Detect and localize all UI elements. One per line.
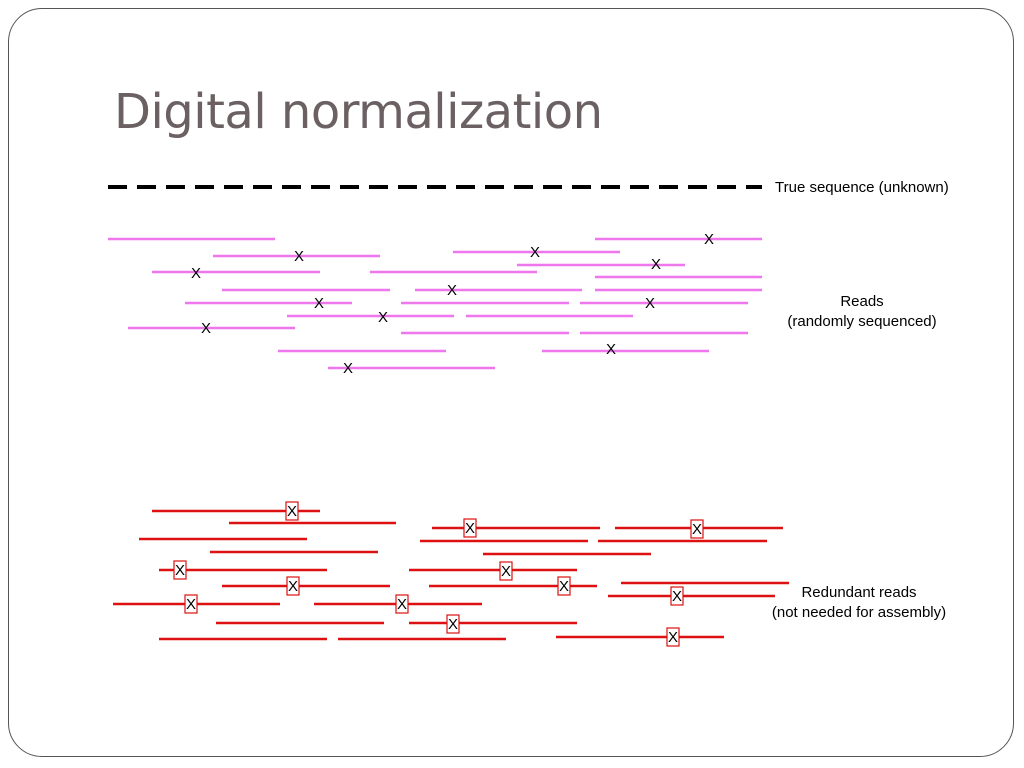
error-mark-box	[670, 586, 684, 606]
error-mark-box	[690, 519, 704, 539]
x-mark-icon: X	[343, 360, 353, 377]
error-mark-box	[395, 594, 409, 614]
reads-label: Reads (randomly sequenced)	[772, 292, 952, 332]
boxed-x-mark-icon: X	[186, 596, 196, 613]
slide-frame	[8, 8, 1014, 757]
x-mark-icon: X	[447, 282, 457, 299]
x-mark-icon: X	[314, 295, 324, 312]
boxed-x-mark-icon: X	[287, 503, 297, 520]
x-mark-icon: X	[191, 265, 201, 282]
error-mark-box	[666, 627, 680, 647]
boxed-x-mark-icon: X	[448, 616, 458, 633]
x-mark-icon: X	[378, 309, 388, 326]
redundant-reads-label: Redundant reads (not needed for assembly…	[754, 583, 964, 623]
boxed-x-mark-icon: X	[465, 520, 475, 537]
error-mark-box	[286, 576, 300, 596]
reads-label-line1: Reads	[840, 293, 884, 310]
true-sequence-label: True sequence (unknown)	[775, 179, 949, 196]
boxed-x-mark-icon: X	[668, 629, 678, 646]
x-mark-icon: X	[294, 248, 304, 265]
x-mark-icon: X	[606, 341, 616, 358]
redundant-label-line2: (not needed for assembly)	[771, 604, 947, 621]
boxed-x-mark-icon: X	[559, 578, 569, 595]
boxed-x-mark-icon: X	[288, 578, 298, 595]
error-mark-box	[557, 576, 571, 596]
error-mark-box	[285, 501, 299, 521]
reads-group: X X X X X X X X X X X X	[108, 231, 762, 377]
x-mark-icon: X	[645, 295, 655, 312]
boxed-x-mark-icon: X	[175, 562, 185, 579]
error-mark-box	[173, 560, 187, 580]
boxed-x-mark-icon: X	[672, 588, 682, 605]
boxed-x-mark-icon: X	[501, 563, 511, 580]
x-mark-icon: X	[201, 320, 211, 337]
x-mark-icon: X	[530, 244, 540, 261]
error-mark-box	[463, 518, 477, 538]
boxed-x-mark-icon: X	[692, 521, 702, 538]
error-mark-box	[184, 594, 198, 614]
slide-title: Digital normalization	[114, 84, 603, 140]
boxed-x-mark-icon: X	[397, 596, 407, 613]
x-mark-icon: X	[651, 256, 661, 273]
redundant-label-line1: Redundant reads	[801, 584, 917, 601]
x-mark-icon: X	[704, 231, 714, 248]
reads-label-line2: (randomly sequenced)	[787, 313, 937, 330]
error-mark-box	[446, 614, 460, 634]
error-mark-box	[499, 561, 513, 581]
